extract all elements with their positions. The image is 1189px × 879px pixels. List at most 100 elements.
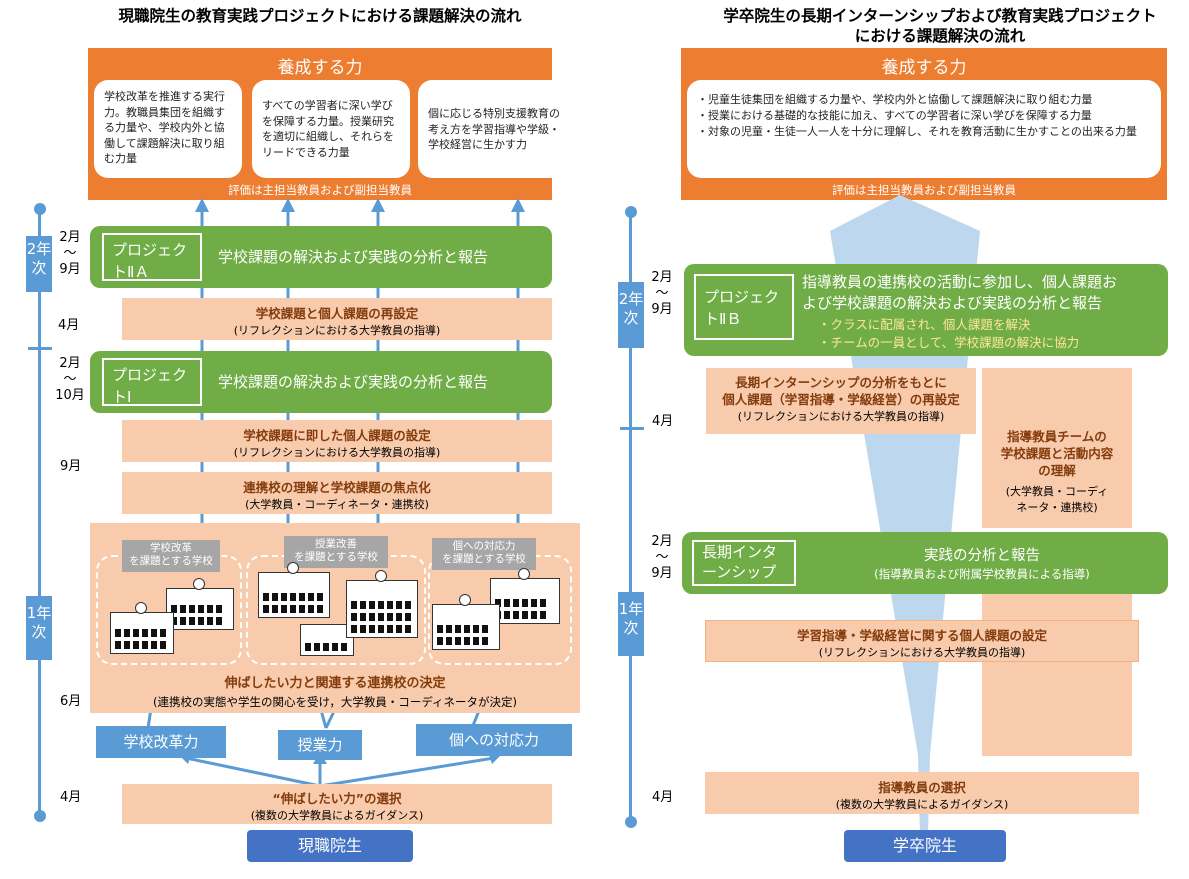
window bbox=[522, 611, 528, 619]
clock-icon bbox=[287, 562, 299, 574]
window bbox=[189, 617, 195, 625]
window bbox=[305, 643, 311, 651]
window bbox=[263, 593, 269, 601]
school-building-icon bbox=[258, 572, 330, 618]
left-student-label: 現職院生 bbox=[247, 830, 413, 862]
month-label: 9月 bbox=[59, 262, 81, 277]
window bbox=[290, 593, 296, 601]
window bbox=[473, 625, 479, 633]
project-2b-line: よび学校課題の解決および実践の分析と報告 bbox=[802, 294, 1103, 312]
internship-sub: (指導教員および附属学校教員による指導) bbox=[874, 567, 1090, 581]
right-reset-box: 長期インターンシップの分析をもとに 個人課題（学習指導・学級経営）の再設定 (リ… bbox=[706, 368, 976, 434]
window bbox=[290, 605, 296, 613]
right-team-sub1: (大学教員・コーディ bbox=[1005, 485, 1109, 498]
window bbox=[351, 625, 357, 633]
left-timeline-start-dot bbox=[34, 203, 46, 215]
left-focus-sub: (大学教員・コーディネータ・連携校) bbox=[245, 498, 429, 511]
right-abilities-panel: 養成する力 ・児童生徒集団を組織する力量や、学校内外と協働して課題解決に取り組む… bbox=[681, 48, 1167, 200]
school-building-icon bbox=[432, 604, 500, 650]
school-building-icon bbox=[110, 612, 174, 654]
school-building-icon bbox=[300, 624, 354, 656]
group-label-line: を課題とする学校 bbox=[442, 553, 526, 565]
window bbox=[396, 601, 402, 609]
window bbox=[405, 601, 411, 609]
right-month-feb-sep-a: 2月 〜 9月 bbox=[650, 270, 674, 318]
right-abilities-header: 養成する力 bbox=[881, 58, 967, 78]
left-ability-3: 個に応じる特別支援教育の考え方を学習指導や学級・学校経営に生かす力 bbox=[418, 80, 570, 178]
window bbox=[281, 593, 287, 601]
window bbox=[115, 629, 121, 637]
right-timeline-line bbox=[629, 212, 632, 820]
window bbox=[299, 605, 305, 613]
right-project-2b: プロジェクトⅡＢ 指導教員の連携校の活動に参加し、個人課題お よび学校課題の解決… bbox=[684, 264, 1168, 356]
window bbox=[504, 611, 510, 619]
window bbox=[360, 625, 366, 633]
internship-tag: 長期インターンシップ bbox=[692, 540, 796, 586]
right-month-apr-b: 4月 bbox=[652, 790, 674, 805]
clock-icon bbox=[135, 602, 147, 614]
right-team-line2: 学校課題と活動内容 bbox=[1000, 446, 1114, 461]
window bbox=[464, 625, 470, 633]
window bbox=[142, 629, 148, 637]
window bbox=[387, 601, 393, 609]
right-reset-sub: (リフレクションにおける大学教員の指導) bbox=[737, 410, 945, 423]
project-2b-line: 指導教員の連携校の活動に参加し、個人課題お bbox=[802, 273, 1118, 291]
window bbox=[464, 637, 470, 645]
left-group-1-label: 学校改革 を課題とする学校 bbox=[122, 540, 220, 572]
internship-text: 実践の分析と報告 bbox=[924, 548, 1040, 564]
clock-icon bbox=[459, 594, 471, 606]
window bbox=[281, 605, 287, 613]
left-group-2-label: 授業改善 を課題とする学校 bbox=[284, 536, 388, 568]
right-timeline-end-dot bbox=[625, 816, 637, 828]
month-label: 2月 bbox=[651, 270, 673, 285]
window bbox=[495, 599, 501, 607]
right-month-feb-sep-b: 2月 〜 9月 bbox=[650, 534, 674, 582]
left-timeline-tick bbox=[28, 347, 52, 350]
month-label: 2月 bbox=[651, 534, 673, 549]
left-select-box: “伸ばしたい力”の選択 (複数の大学教員によるガイダンス) bbox=[122, 784, 552, 824]
window bbox=[341, 643, 347, 651]
window bbox=[216, 605, 222, 613]
project-1-tag: プロジェクトⅠ bbox=[102, 358, 202, 406]
right-select-sub: (複数の大学教員によるガイダンス) bbox=[835, 798, 1009, 811]
right-title: 学卒院生の長期インターンシップおよび教育実践プロジェクト における課題解決の流れ bbox=[690, 6, 1189, 46]
window bbox=[160, 641, 166, 649]
window bbox=[207, 605, 213, 613]
window bbox=[133, 641, 139, 649]
clock-icon bbox=[375, 570, 387, 582]
left-year2-badge: 2年次 bbox=[26, 236, 52, 292]
month-label: 2月 bbox=[59, 356, 81, 371]
window bbox=[332, 643, 338, 651]
left-setting-sub: (リフレクションにおける大学教員の指導) bbox=[233, 446, 441, 459]
right-select-title: 指導教員の選択 bbox=[878, 780, 966, 795]
left-month-jun: 6月 bbox=[60, 694, 82, 709]
left-group-3-label: 個への対応力 を課題とする学校 bbox=[432, 538, 536, 570]
window bbox=[272, 605, 278, 613]
right-title-line: 学卒院生の長期インターンシップおよび教育実践プロジェクト bbox=[723, 7, 1157, 25]
right-year1-badge: 1年次 bbox=[618, 592, 644, 656]
window bbox=[446, 625, 452, 633]
window bbox=[133, 629, 139, 637]
window bbox=[308, 605, 314, 613]
window bbox=[482, 625, 488, 633]
month-label: 10月 bbox=[55, 388, 85, 403]
window bbox=[198, 617, 204, 625]
left-evaluation: 評価は主担当教員および副担当教員 bbox=[228, 183, 412, 197]
window bbox=[160, 629, 166, 637]
power-teaching: 授業力 bbox=[278, 730, 362, 760]
window bbox=[369, 625, 375, 633]
left-ability-1: 学校改革を推進する実行力。教職員集団を組織する力量や、学校内外と協働して課題解決… bbox=[94, 80, 242, 178]
left-timeline-end-dot bbox=[34, 810, 46, 822]
right-internship: 長期インターンシップ 実践の分析と報告 (指導教員および附属学校教員による指導) bbox=[682, 532, 1168, 594]
window bbox=[272, 593, 278, 601]
right-team-box: 指導教員チームの 学校課題と活動内容 の理解 (大学教員・コーディ ネータ・連携… bbox=[982, 368, 1132, 528]
window bbox=[207, 617, 213, 625]
left-abilities-header: 養成する力 bbox=[277, 58, 363, 78]
window bbox=[198, 605, 204, 613]
left-month-apr: 4月 bbox=[58, 318, 80, 333]
left-ability-2: すべての学習者に深い学びを保障する力量。授業研究を適切に組織し、それらをリードで… bbox=[252, 80, 410, 178]
right-ability-item: ・対象の児童・生徒一人一人を十分に理解し、それを教育活動に生かすことの出来る力量 bbox=[697, 125, 1137, 138]
window bbox=[216, 617, 222, 625]
right-year2-badge: 2年次 bbox=[618, 282, 644, 348]
right-abilities-list: ・児童生徒集団を組織する力量や、学校内外と協働して課題解決に取り組む力量 ・授業… bbox=[687, 80, 1161, 178]
